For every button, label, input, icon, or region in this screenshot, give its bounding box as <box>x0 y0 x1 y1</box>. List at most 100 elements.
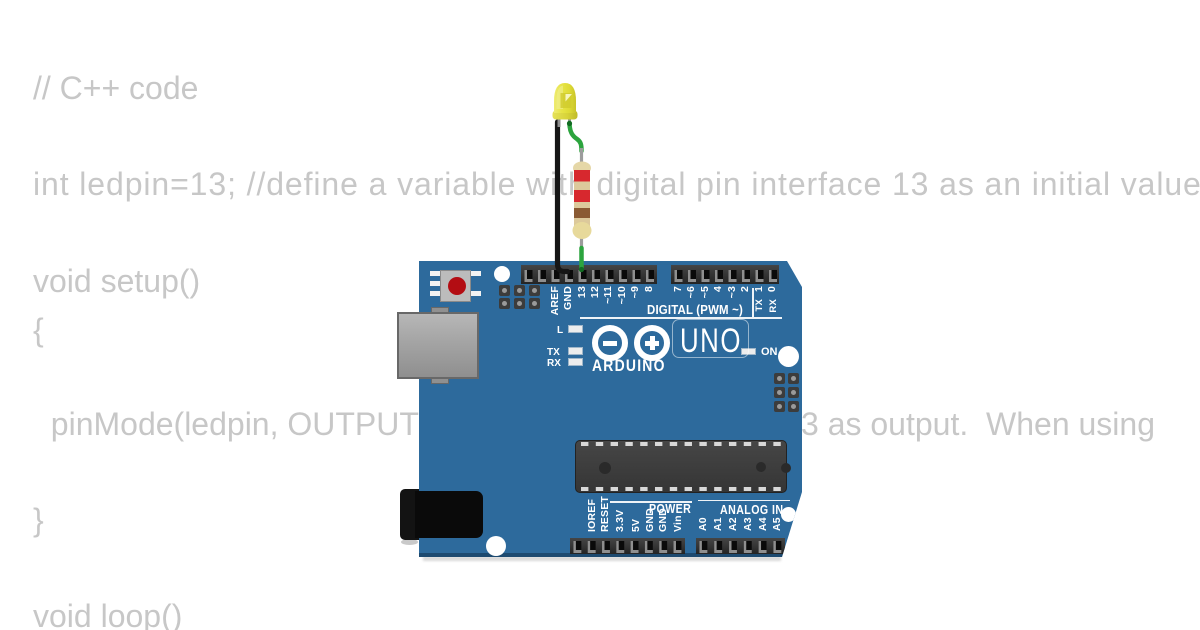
power-jack[interactable] <box>415 491 483 538</box>
pin-label: A1 <box>712 517 724 531</box>
pin-label-tx: TX <box>754 298 765 312</box>
pin-label: 12 <box>589 286 601 299</box>
icsp-pin[interactable] <box>788 387 799 398</box>
reset-leg <box>471 291 481 296</box>
board-shadow <box>423 556 781 561</box>
code-line-ledpin: int ledpin=13; //define a variable with … <box>33 166 1200 202</box>
pin-label: 7 <box>672 286 684 293</box>
pin-label: 0 <box>766 286 778 293</box>
icsp-pin[interactable] <box>499 285 510 296</box>
icsp-pin[interactable] <box>514 285 525 296</box>
analog-in-label: ANALOG IN <box>720 502 784 517</box>
serial-divider-line <box>752 288 754 317</box>
power-label: POWER <box>649 502 692 516</box>
usb-tab <box>431 307 449 313</box>
pin-label: 2 <box>739 286 751 293</box>
pin-label-rx: RX <box>768 298 779 313</box>
pin-label: 8 <box>643 286 655 293</box>
chip-dot <box>756 462 766 472</box>
power-jack-barrel[interactable] <box>400 489 419 540</box>
pin-header-digital-right[interactable] <box>671 265 779 284</box>
arduino-logo-text: ARDUINO <box>592 356 666 375</box>
chip-dot <box>781 463 791 473</box>
arduino-logo-ring-minus <box>592 325 628 361</box>
usb-connector[interactable] <box>397 312 479 379</box>
reset-leg <box>430 291 440 296</box>
mounting-hole <box>486 536 506 556</box>
led-tx <box>568 347 583 355</box>
reset-leg <box>471 271 481 276</box>
pin-label: RESET <box>599 495 611 532</box>
icsp-pin[interactable] <box>514 298 525 309</box>
pin-label: ~11 <box>602 286 614 304</box>
pin-label: ~10 <box>616 286 628 305</box>
logo-minus <box>603 340 617 346</box>
led-l-label: L <box>557 325 564 336</box>
analog-bracket-line <box>698 499 790 501</box>
chip-pins-top <box>581 442 781 446</box>
pin-label: 4 <box>712 286 724 293</box>
pin-label: 1 <box>753 286 765 293</box>
code-line-brace-close: } <box>33 502 44 538</box>
arduino-logo-ring-plus <box>634 325 670 361</box>
pin-label: IOREF <box>586 498 598 532</box>
power-bracket-line <box>610 501 692 503</box>
uno-model-box: UNO <box>672 319 749 360</box>
pin-label: GND <box>562 286 574 310</box>
led-rx-label: RX <box>547 358 561 369</box>
led-l <box>568 325 583 333</box>
on-label: ON <box>761 346 778 358</box>
pin-label: A4 <box>757 517 769 531</box>
code-line-brace-open: { <box>33 312 44 348</box>
reset-button-cap[interactable] <box>448 277 466 295</box>
icsp-pin[interactable] <box>788 401 799 412</box>
icsp-pin[interactable] <box>529 285 540 296</box>
icsp-pin[interactable] <box>774 373 785 384</box>
pin-label: Vin <box>672 515 684 532</box>
pin-header-digital-left[interactable] <box>521 265 657 284</box>
code-line-setup: void setup() <box>33 263 201 299</box>
chip-pins-bottom <box>581 487 781 491</box>
pin-header-power[interactable] <box>570 538 685 554</box>
pin-label: ~5 <box>699 286 711 299</box>
pin-label: A0 <box>697 517 709 531</box>
mounting-hole <box>781 507 796 522</box>
icsp-pin[interactable] <box>788 373 799 384</box>
uno-model-text: UNO <box>680 322 742 360</box>
pin-label: AREF <box>549 286 561 316</box>
wire-anode-resistor[interactable] <box>567 120 584 154</box>
pin-label: ~6 <box>685 286 697 299</box>
led-tx-label: TX <box>547 347 560 358</box>
pin-label: 5V <box>630 518 642 532</box>
icsp-pin[interactable] <box>499 298 510 309</box>
pin-label: A3 <box>742 517 754 531</box>
chip-dot <box>599 462 611 474</box>
pin-label: A2 <box>727 517 739 531</box>
logo-plus-v <box>649 336 655 350</box>
reset-leg <box>430 271 440 276</box>
led[interactable] <box>552 83 578 120</box>
mounting-hole <box>494 266 510 282</box>
icsp-pin[interactable] <box>774 387 785 398</box>
pin-label: ~3 <box>726 286 738 299</box>
reset-leg <box>430 281 440 286</box>
mounting-hole <box>778 346 799 367</box>
pin-label: 3.3V <box>614 509 626 532</box>
resistor-band-brown <box>574 208 590 218</box>
usb-tab <box>431 378 449 384</box>
power-jack-shadow <box>401 539 418 545</box>
pin-label: 13 <box>576 286 588 299</box>
wire-cap <box>566 120 573 127</box>
pin-header-analog[interactable] <box>696 538 785 554</box>
code-line-pinmode-tail: 3 as output. When using <box>801 406 1155 442</box>
icsp-pin[interactable] <box>774 401 785 412</box>
digital-pwm-label: DIGITAL (PWM ~) <box>647 302 743 317</box>
digital-bracket-line <box>580 317 782 319</box>
code-line-loop: void loop() <box>33 598 183 630</box>
atmega-chip[interactable] <box>575 440 791 493</box>
code-line-comment: // C++ code <box>33 70 199 106</box>
icsp-pin[interactable] <box>529 298 540 309</box>
pin-label: ~9 <box>629 286 641 299</box>
led-rx <box>568 358 583 366</box>
pin-label: A5 <box>771 517 783 531</box>
